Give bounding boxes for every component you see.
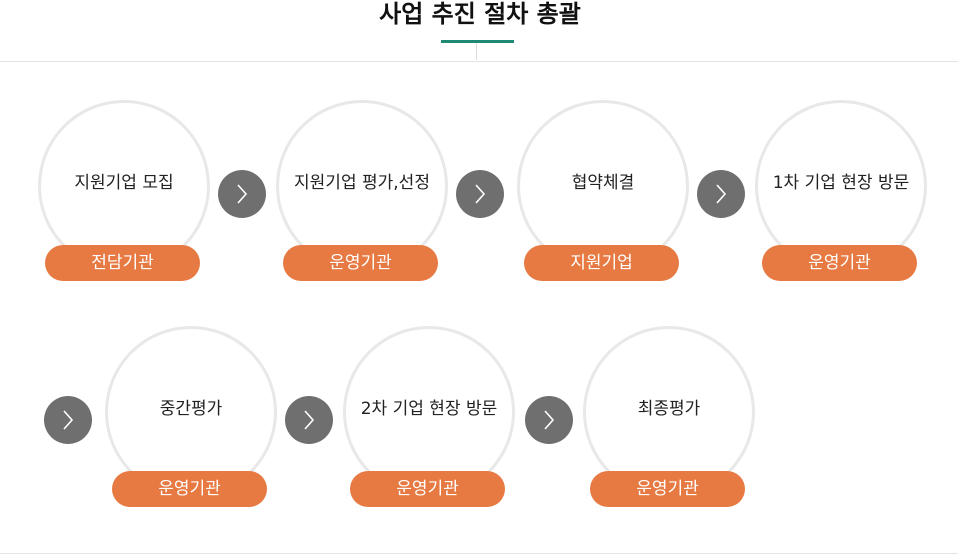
role-badge: 운영기관 [283, 245, 438, 281]
chevron-right-icon [285, 396, 333, 444]
step-label: 지원기업 모집 [74, 173, 174, 193]
chevron-right-icon [44, 396, 92, 444]
step-circle [755, 100, 927, 272]
step-circle [38, 100, 210, 272]
step-circle [105, 326, 277, 498]
step-label: 지원기업 평가,선정 [294, 173, 430, 193]
chevron-right-icon [525, 396, 573, 444]
step-circle [276, 100, 448, 272]
role-badge: 운영기관 [112, 471, 267, 507]
chevron-right-icon [456, 170, 504, 218]
page-title: 사업 추진 절차 총괄 [379, 0, 581, 28]
step-label: 2차 기업 현장 방문 [360, 399, 498, 419]
title-underline [441, 40, 514, 43]
role-badge: 운영기관 [590, 471, 745, 507]
step-label: 1차 기업 현장 방문 [772, 173, 910, 193]
role-badge: 운영기관 [350, 471, 505, 507]
step-circle [517, 100, 689, 272]
step-label: 최종평가 [637, 399, 701, 419]
role-badge: 전담기관 [45, 245, 200, 281]
header-divider [0, 61, 958, 62]
step-label: 중간평가 [159, 399, 223, 419]
role-badge: 지원기업 [524, 245, 679, 281]
step-label: 협약체결 [571, 173, 635, 193]
title-divider-tick [476, 43, 477, 60]
role-badge: 운영기관 [762, 245, 917, 281]
footer-divider [0, 553, 958, 554]
chevron-right-icon [697, 170, 745, 218]
chevron-right-icon [218, 170, 266, 218]
